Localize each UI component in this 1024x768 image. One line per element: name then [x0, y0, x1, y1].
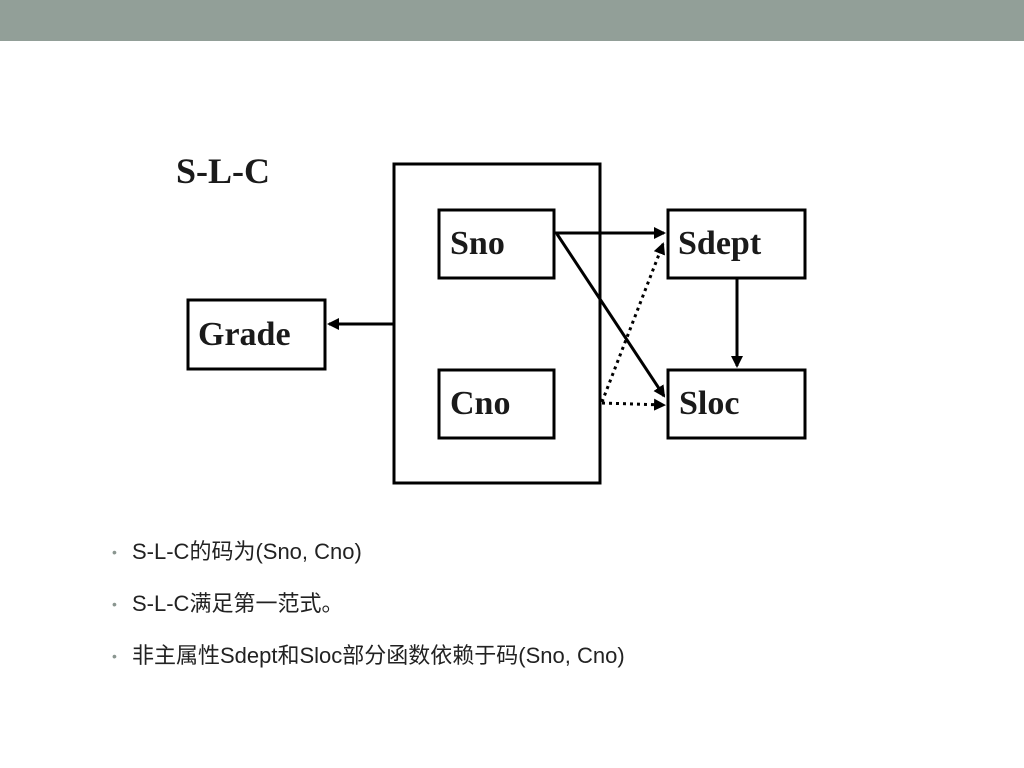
node-cno: Cno: [437, 368, 556, 440]
top-bar: [0, 0, 1024, 41]
node-grade: Grade: [186, 298, 327, 371]
diagram-title: S-L-C: [176, 151, 271, 191]
node-sloc: Sloc: [666, 368, 807, 440]
bullet-item: • 非主属性Sdept和Sloc部分函数依赖于码(Sno, Cno): [112, 637, 625, 689]
bullet-list: • S-L-C的码为(Sno, Cno) • S-L-C满足第一范式。 • 非主…: [112, 533, 625, 689]
bullet-item: • S-L-C的码为(Sno, Cno): [112, 533, 625, 585]
edge-key-to-sdept-dotted: [600, 242, 665, 403]
edge-sno-to-sloc: [555, 233, 666, 398]
bullet-text: S-L-C的码为(Sno, Cno): [132, 539, 362, 564]
bullet-dot: •: [112, 596, 117, 612]
bullet-text: S-L-C满足第一范式。: [132, 591, 344, 616]
bullet-dot: •: [112, 544, 117, 560]
bullet-dot: •: [112, 648, 117, 664]
node-grade-label: Grade: [198, 316, 291, 353]
bullet-item: • S-L-C满足第一范式。: [112, 585, 625, 637]
edge-key-to-sloc-dotted: [601, 398, 666, 411]
node-sloc-label: Sloc: [679, 385, 739, 422]
node-sdept-label: Sdept: [678, 225, 762, 262]
node-sno-label: Sno: [450, 225, 505, 262]
bullet-text: 非主属性Sdept和Sloc部分函数依赖于码(Sno, Cno): [132, 643, 625, 668]
node-sno: Sno: [437, 208, 556, 280]
node-cno-label: Cno: [450, 385, 510, 422]
node-sdept: Sdept: [666, 208, 807, 280]
